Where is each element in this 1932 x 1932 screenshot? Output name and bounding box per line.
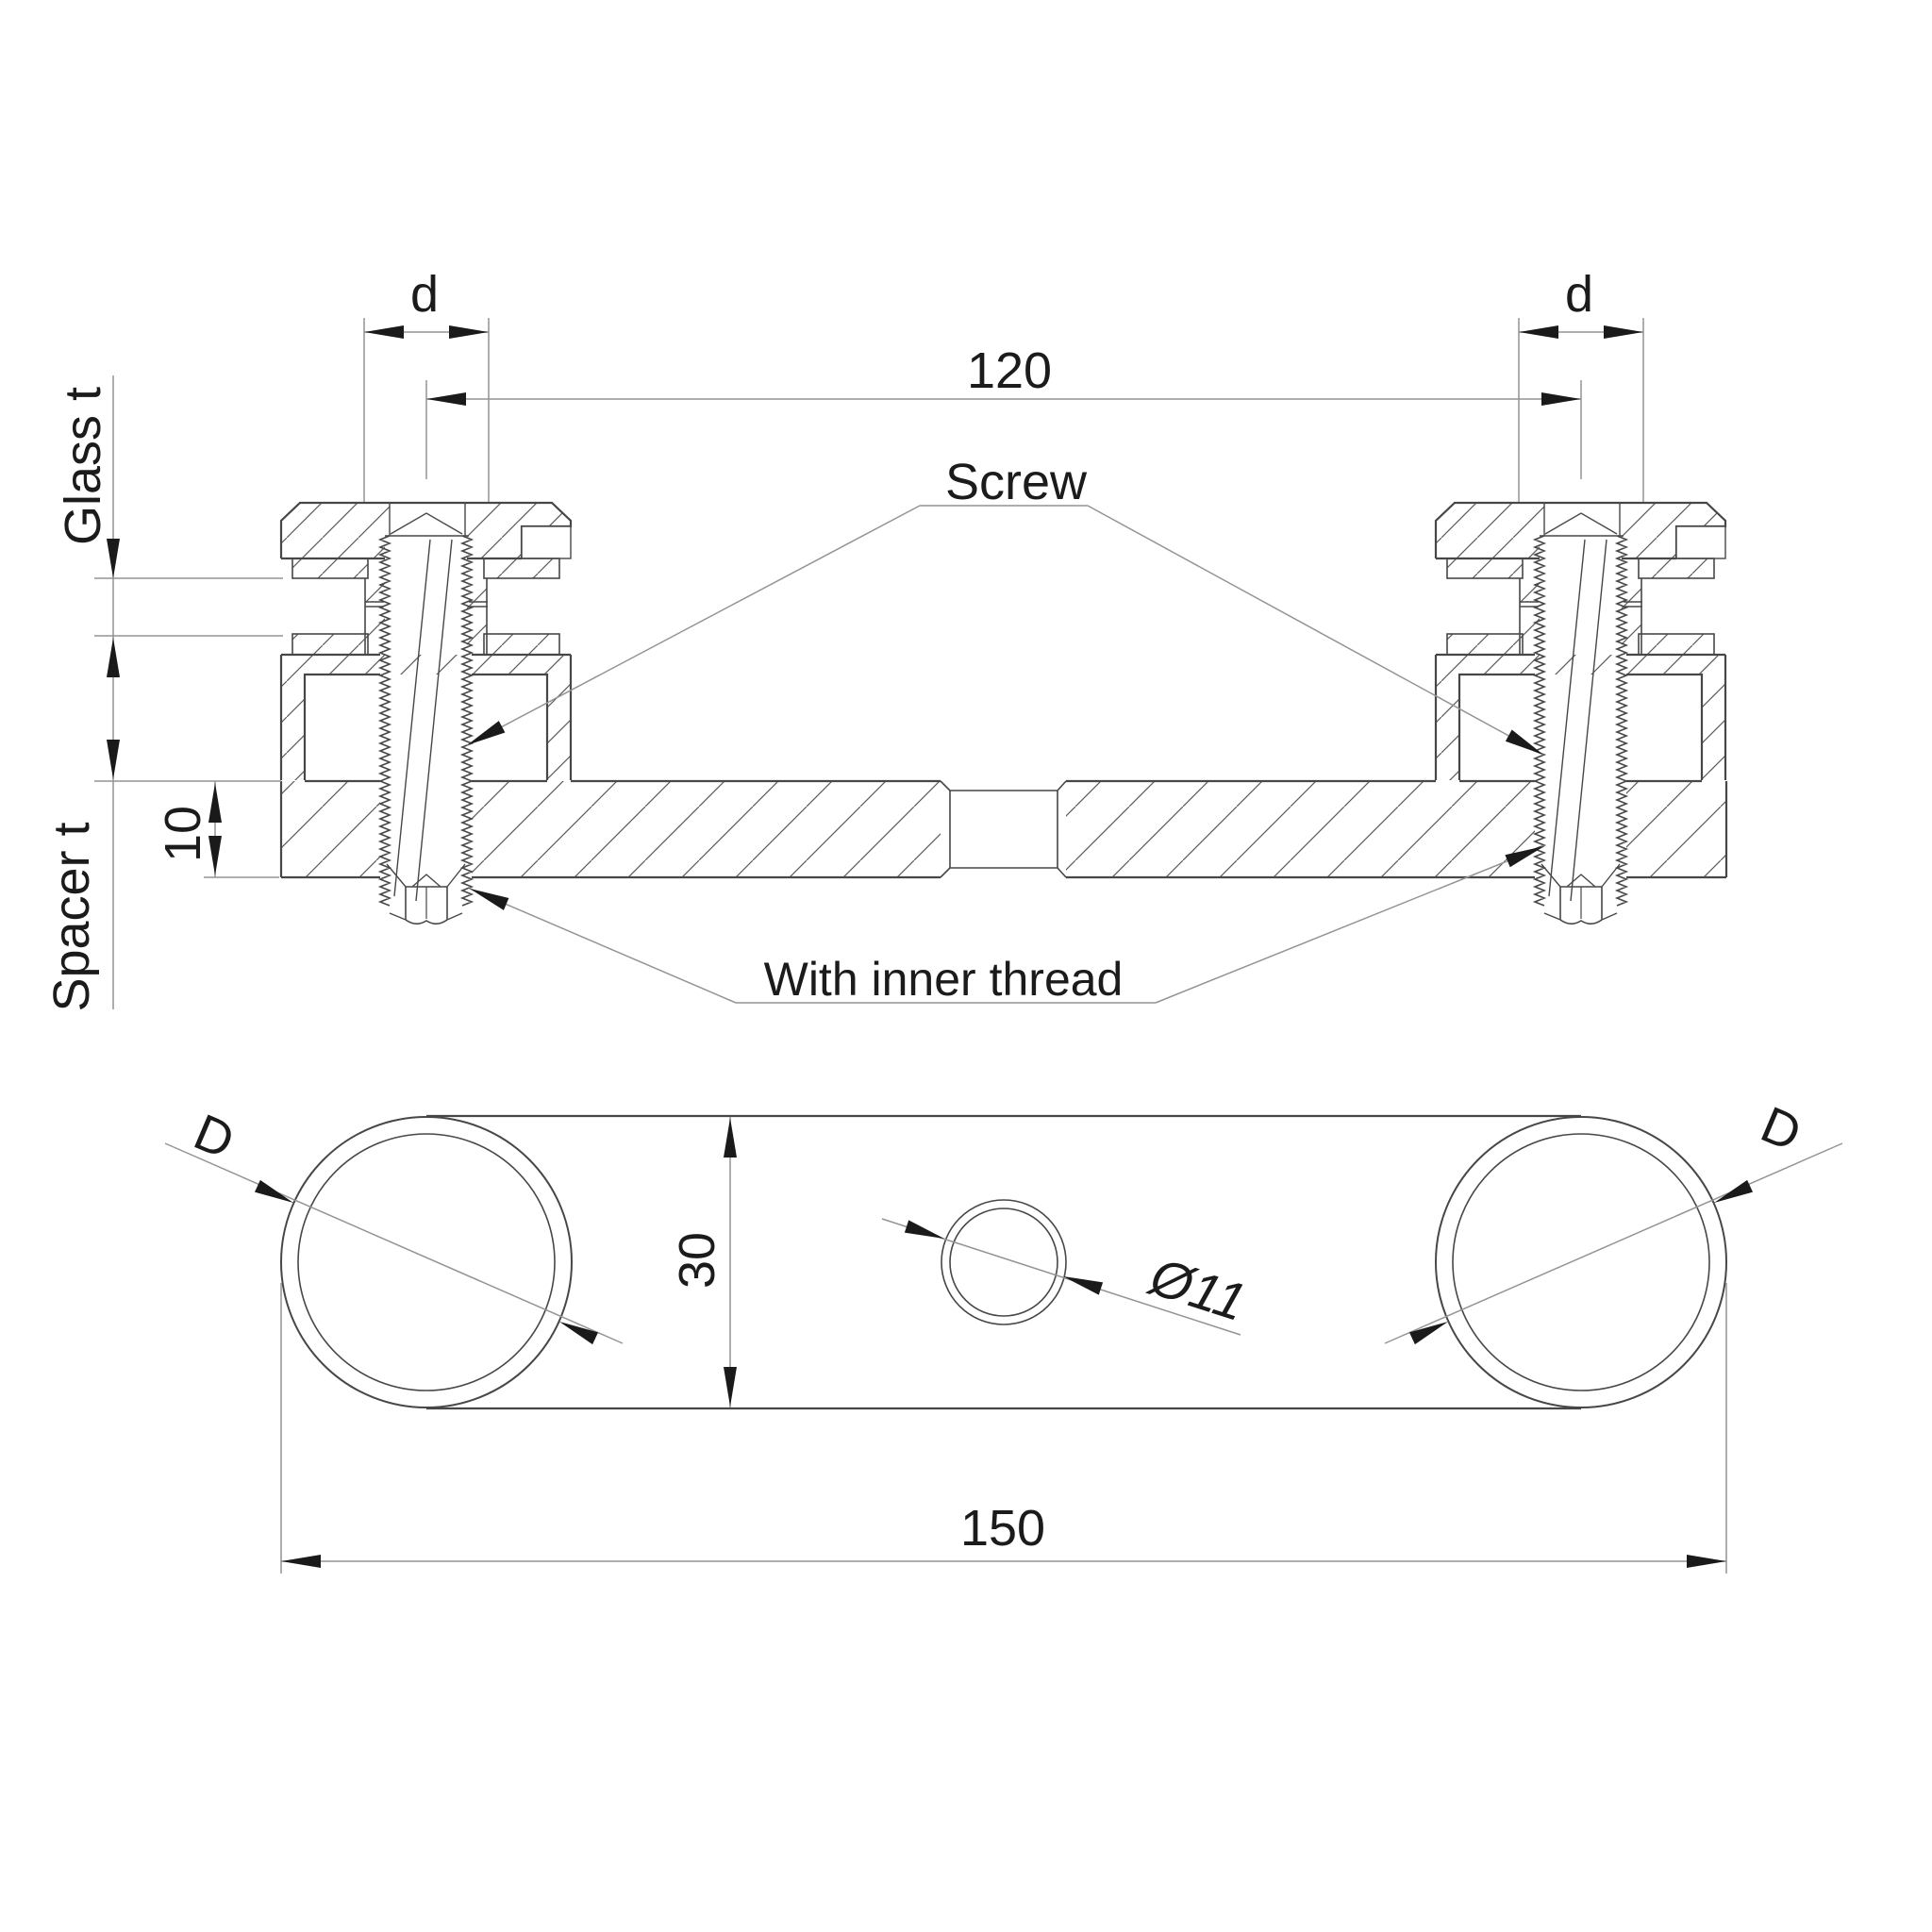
dim-label-10: 10 <box>155 805 211 863</box>
plan-view <box>280 1114 1727 1410</box>
label-spacer-thickness: Spacer t <box>43 822 100 1012</box>
plan-left-inner-circle <box>297 1133 556 1391</box>
bar-center-hole <box>940 780 1067 878</box>
dim-label-d-right: d <box>1564 266 1594 323</box>
dim-label-150: 150 <box>959 1500 1046 1557</box>
bar-hatch <box>281 781 1726 877</box>
label-glass-thickness: Glass t <box>55 386 111 546</box>
dim-label-d-left: d <box>409 266 440 323</box>
label-inner-thread: With inner thread <box>763 953 1124 1006</box>
dim-label-120: 120 <box>966 342 1053 399</box>
plan-right-inner-circle <box>1452 1133 1710 1391</box>
bar-outline <box>279 779 1728 879</box>
plan-left-outer-circle <box>280 1116 573 1408</box>
plan-right-outer-circle <box>1435 1116 1727 1408</box>
label-screw: Screw <box>944 454 1088 510</box>
spacer-bar-section <box>279 779 1728 879</box>
dim-label-30: 30 <box>669 1231 725 1290</box>
plan-center-hole-chamfer <box>941 1199 1067 1325</box>
plan-bar-edges <box>426 1114 1581 1410</box>
plan-center-hole <box>949 1208 1058 1317</box>
